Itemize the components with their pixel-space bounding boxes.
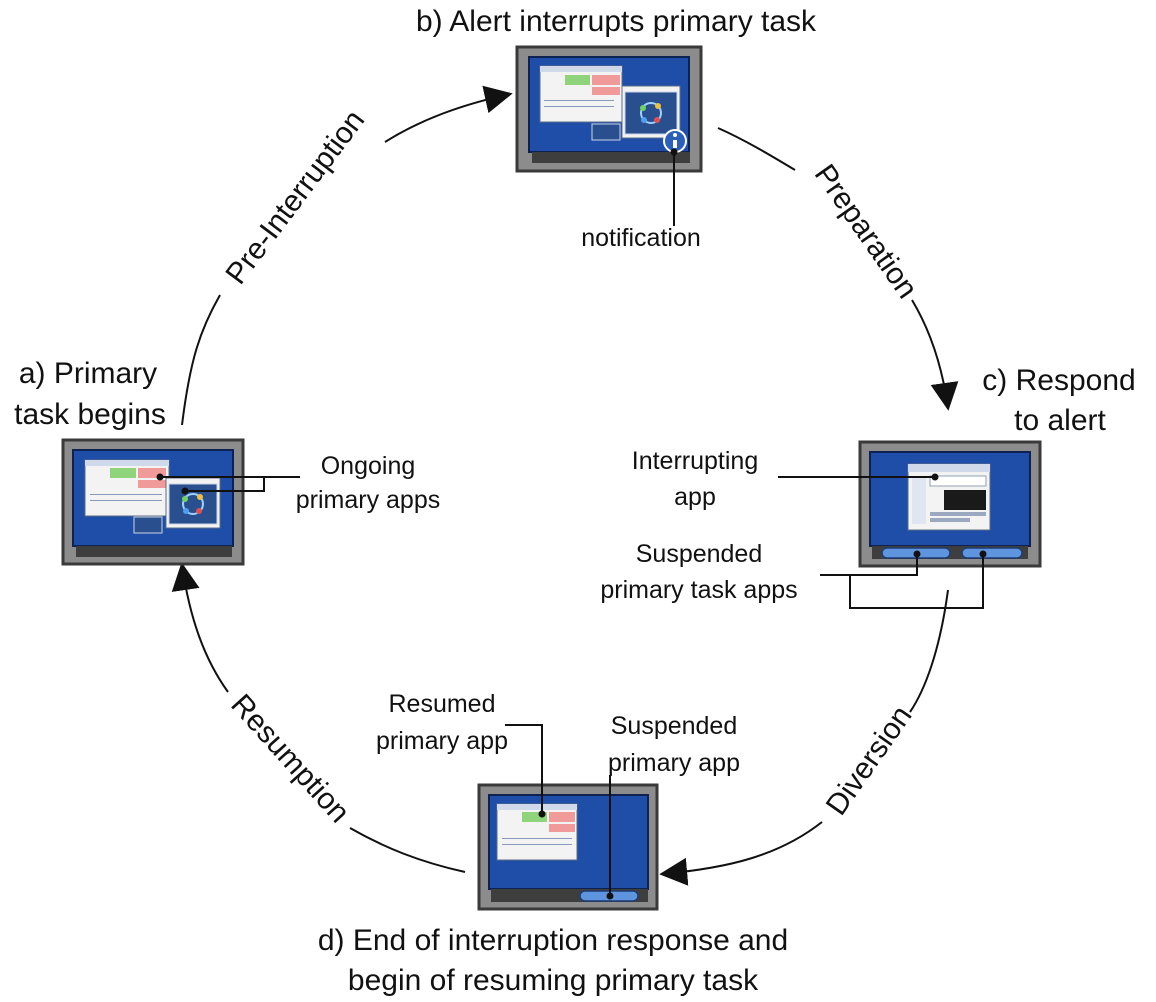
phase-diversion: Diversion	[820, 700, 919, 821]
label-suspended-app-line2: primary app	[608, 749, 740, 777]
phase-preparation: Preparation	[808, 159, 924, 305]
label-suspended-task-line2: primary task apps	[600, 576, 797, 604]
label-resumed-line2: primary app	[376, 727, 508, 755]
monitor-c	[858, 440, 1042, 568]
preparation-arrow	[911, 299, 959, 411]
label-suspended-app-line1: Suspended	[611, 712, 738, 740]
diversion-arrow-top	[909, 589, 949, 713]
phase-pre-interruption: Pre-Interruption	[220, 104, 372, 290]
monitor-a	[61, 438, 245, 566]
stage-a-title-line1: a) Primary	[19, 357, 157, 390]
label-interrupting-line2: app	[674, 483, 716, 511]
resumption-arrow	[349, 827, 466, 873]
label-ongoing-line1: Ongoing	[321, 452, 416, 480]
label-notification: notification	[581, 224, 701, 252]
pre-interruption-arrow	[181, 294, 221, 426]
monitor-b	[515, 45, 703, 173]
stage-d-title-line2: begin of resuming primary task	[348, 964, 759, 997]
stage-a-title-line2: task begins	[14, 398, 166, 431]
stage-c-title-line1: c) Respond	[982, 364, 1135, 397]
stage-d-title-line1: d) End of interruption response and	[318, 924, 788, 957]
pre-interruption-arrow-top	[384, 85, 513, 143]
label-resumed-line1: Resumed	[389, 690, 496, 718]
label-ongoing-line2: primary apps	[296, 486, 441, 514]
taskbar-button-suspended-2	[961, 547, 1023, 559]
label-suspended-task-line1: Suspended	[636, 540, 763, 568]
phase-resumption: Resumption	[224, 688, 356, 829]
monitor-d	[477, 783, 659, 911]
diversion-arrow	[659, 821, 823, 886]
stage-c-title-line2: to alert	[1014, 404, 1106, 437]
label-interrupting-line1: Interrupting	[632, 447, 758, 475]
resumption-arrow-top	[171, 562, 229, 693]
stage-b-title: b) Alert interrupts primary task	[416, 5, 817, 38]
preparation-arrow-top	[717, 127, 796, 171]
